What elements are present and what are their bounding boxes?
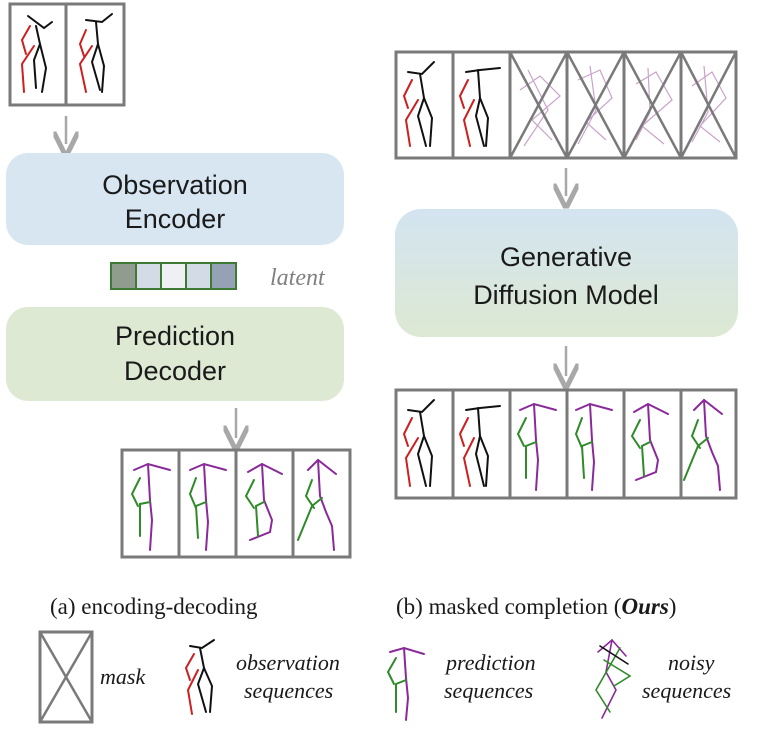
model-label-line1: Generative xyxy=(500,242,632,272)
latent-vector xyxy=(110,262,237,290)
observation-skeleton-icon xyxy=(184,639,215,715)
legend-observation-line1: observation xyxy=(236,650,340,675)
observation-encoder-box xyxy=(6,153,344,245)
panel-a: Observation Encoder latent Prediction De… xyxy=(6,2,352,619)
encoder-label-line2: Encoder xyxy=(125,204,226,234)
legend: mask observation sequences prediction se… xyxy=(38,630,731,724)
observation-skeleton xyxy=(402,61,435,147)
prediction-skeleton xyxy=(297,458,337,551)
prediction-skeleton xyxy=(683,398,723,491)
prediction-skeleton xyxy=(188,462,227,551)
observation-frames-a xyxy=(8,2,126,107)
observation-skeleton xyxy=(20,15,53,93)
observation-skeleton xyxy=(78,13,113,93)
caption-a: (a) encoding-decoding xyxy=(50,594,258,619)
prediction-skeleton xyxy=(630,402,669,481)
prediction-skeleton xyxy=(516,402,557,491)
prediction-decoder-box xyxy=(6,307,344,401)
completed-frames xyxy=(394,388,738,500)
mask-icon xyxy=(508,51,738,159)
model-label-line2: Diffusion Model xyxy=(473,280,659,310)
legend-noisy-line1: noisy xyxy=(668,650,715,675)
prediction-skeleton xyxy=(574,402,613,491)
legend-mask-label: mask xyxy=(100,664,146,689)
observation-skeleton xyxy=(458,67,501,147)
prediction-skeleton xyxy=(244,462,283,541)
panel-b: Generative Diffusion Model xyxy=(394,50,738,619)
decoder-label-line2: Decoder xyxy=(124,356,226,386)
decoder-label-line1: Prediction xyxy=(115,321,235,351)
noisy-skeleton xyxy=(519,65,727,147)
prediction-skeleton-icon xyxy=(386,646,425,721)
latent-label: latent xyxy=(270,265,326,291)
mask-icon xyxy=(38,630,94,724)
generative-diffusion-model-box xyxy=(395,209,738,337)
observation-skeleton xyxy=(458,405,501,487)
legend-prediction-line2: sequences xyxy=(444,678,533,703)
legend-noisy-line2: sequences xyxy=(642,678,731,703)
encoder-label-line1: Observation xyxy=(102,170,248,200)
masked-input-frames xyxy=(394,50,738,160)
legend-observation-line2: sequences xyxy=(244,678,333,703)
prediction-skeleton xyxy=(130,462,171,551)
prediction-frames-a xyxy=(120,448,352,559)
legend-prediction-line1: prediction xyxy=(444,650,536,675)
observation-skeleton xyxy=(402,399,435,487)
noisy-skeleton-icon xyxy=(595,638,632,719)
caption-b: (b) masked completion (Ours) xyxy=(396,594,676,619)
